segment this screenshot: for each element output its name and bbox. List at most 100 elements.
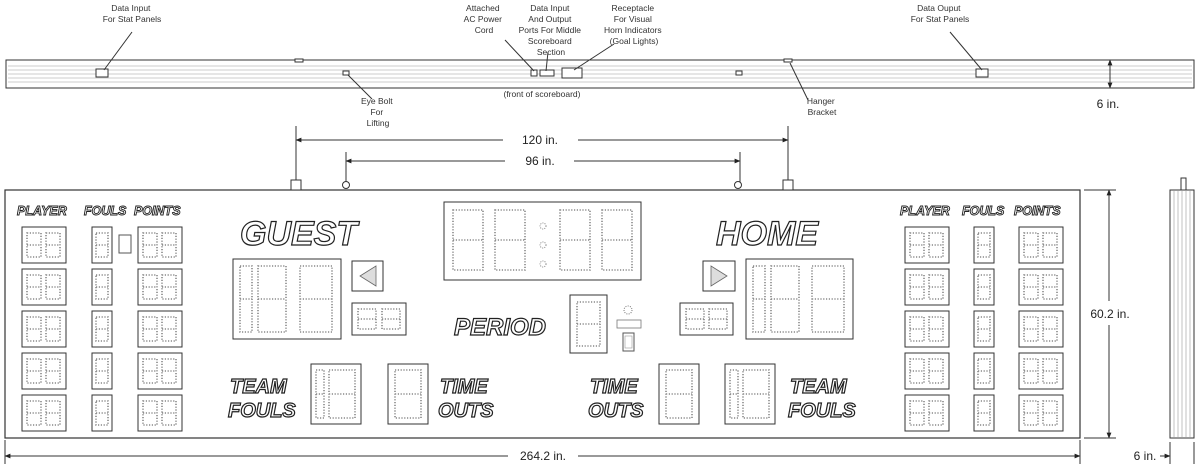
front-of-scoreboard-note: (front of scoreboard) (503, 89, 580, 99)
horn-receptacle (561, 67, 583, 79)
segment-digit (26, 358, 42, 384)
eyebolt-top-left (342, 70, 350, 76)
segment-digit (142, 358, 158, 384)
segment-digit (452, 209, 484, 271)
front-view: PLAYER FOULS POINTS PLAYER FOULS POINTS … (4, 179, 1081, 439)
span-dimensions (295, 126, 789, 184)
segment-digit (601, 209, 633, 271)
side-view (1160, 177, 1195, 464)
home-score-digits (752, 265, 845, 333)
clock-colon-dot (539, 241, 547, 249)
segment-digit (685, 308, 705, 330)
home-bonus-digits (685, 308, 728, 330)
segment-digit (752, 265, 766, 333)
segment-digit (26, 274, 42, 300)
segment-digit (928, 232, 944, 258)
guest-team-fouls-digits (315, 369, 356, 419)
width-dimension (4, 440, 1081, 464)
segment-digit (977, 358, 991, 384)
home-team-fouls-digits (729, 369, 770, 419)
hanger-bracket-left (290, 179, 302, 191)
guest-bonus-display (351, 302, 407, 336)
segment-digit (161, 232, 177, 258)
segment-digit (142, 316, 158, 342)
segment-digit (708, 308, 728, 330)
segment-digit (665, 369, 693, 419)
segment-digit (161, 358, 177, 384)
segment-digit (977, 274, 991, 300)
segment-digit (161, 274, 177, 300)
guest-team-label: TEAM (230, 376, 288, 398)
segment-digit (26, 400, 42, 426)
home-outs-label: OUTS (588, 400, 644, 422)
clock-colon-dot (539, 222, 547, 230)
home-team-fouls-display (724, 363, 776, 425)
period-label: PERIOD (454, 314, 546, 341)
callout-data-ports: Data Input And Output Ports For Middle S… (519, 3, 584, 57)
horn-indicator-bar (616, 319, 642, 329)
eye-bolt-left (342, 181, 350, 189)
segment-digit (1042, 232, 1058, 258)
guest-outs-label: OUTS (438, 400, 494, 422)
segment-digit (811, 265, 845, 333)
side-hanger-bracket (1180, 177, 1187, 190)
segment-digit (45, 274, 61, 300)
segment-digit (928, 358, 944, 384)
guest-timeouts-digit (394, 369, 422, 419)
guest-fouls-label: FOULS (228, 400, 296, 422)
segment-digit (576, 301, 601, 347)
segment-digit (257, 265, 287, 333)
segment-digit (1042, 274, 1058, 300)
segment-digit (357, 308, 377, 330)
segment-digit (299, 265, 333, 333)
callout-data-input-left: Data Input For Stat Panels (103, 3, 162, 24)
stat-header-points-guest: POINTS (134, 204, 181, 218)
home-bonus-display (679, 302, 734, 336)
guest-player-points-cell (137, 394, 183, 432)
segment-digit (1023, 274, 1039, 300)
stat-header-points-home: POINTS (1014, 204, 1061, 218)
guest-bonus-digits (357, 308, 401, 330)
home-team-label: TEAM (790, 376, 848, 398)
segment-digit (1042, 358, 1058, 384)
height-dimension (1084, 189, 1116, 439)
horn-indicator-icon (623, 305, 633, 315)
segment-digit (45, 358, 61, 384)
segment-digit (559, 209, 591, 271)
home-label: HOME (716, 215, 819, 253)
top-view (5, 31, 1195, 101)
segment-digit (909, 400, 925, 426)
segment-digit (909, 316, 925, 342)
home-fouls-label: FOULS (788, 400, 856, 422)
segment-digit (928, 400, 944, 426)
stat-header-fouls-home: FOULS (962, 204, 1005, 218)
segment-digit (315, 369, 325, 419)
segment-digit (770, 265, 800, 333)
segment-digit (161, 400, 177, 426)
home-possession-arrow-icon (710, 265, 728, 287)
segment-digit (26, 232, 42, 258)
segment-digit (494, 209, 526, 271)
guest-foul-indicator (118, 234, 132, 254)
segment-digit (45, 316, 61, 342)
segment-digit (95, 358, 109, 384)
segment-digit (95, 232, 109, 258)
segment-digit (1023, 358, 1039, 384)
guest-timeouts-display (387, 363, 429, 425)
callout-hanger-bracket: Hanger Bracket (807, 96, 837, 117)
eye-bolt-right (734, 181, 742, 189)
callout-horn-receptacle: Receptacle For Visual Horn Indicators (G… (604, 3, 664, 46)
callout-data-output-right: Data Ouput For Stat Panels (911, 3, 970, 24)
middle-data-port (539, 69, 555, 77)
top-depth-label: 6 in. (1097, 97, 1120, 111)
segment-digit (977, 400, 991, 426)
game-clock (443, 201, 642, 281)
hanger-bracket-right (782, 179, 794, 191)
home-player-number-cell (904, 310, 950, 348)
segment-digit (142, 232, 158, 258)
segment-digit (1023, 232, 1039, 258)
segment-digit (45, 232, 61, 258)
width-label: 264.2 in. (520, 449, 566, 463)
guest-score-digits (239, 265, 333, 333)
